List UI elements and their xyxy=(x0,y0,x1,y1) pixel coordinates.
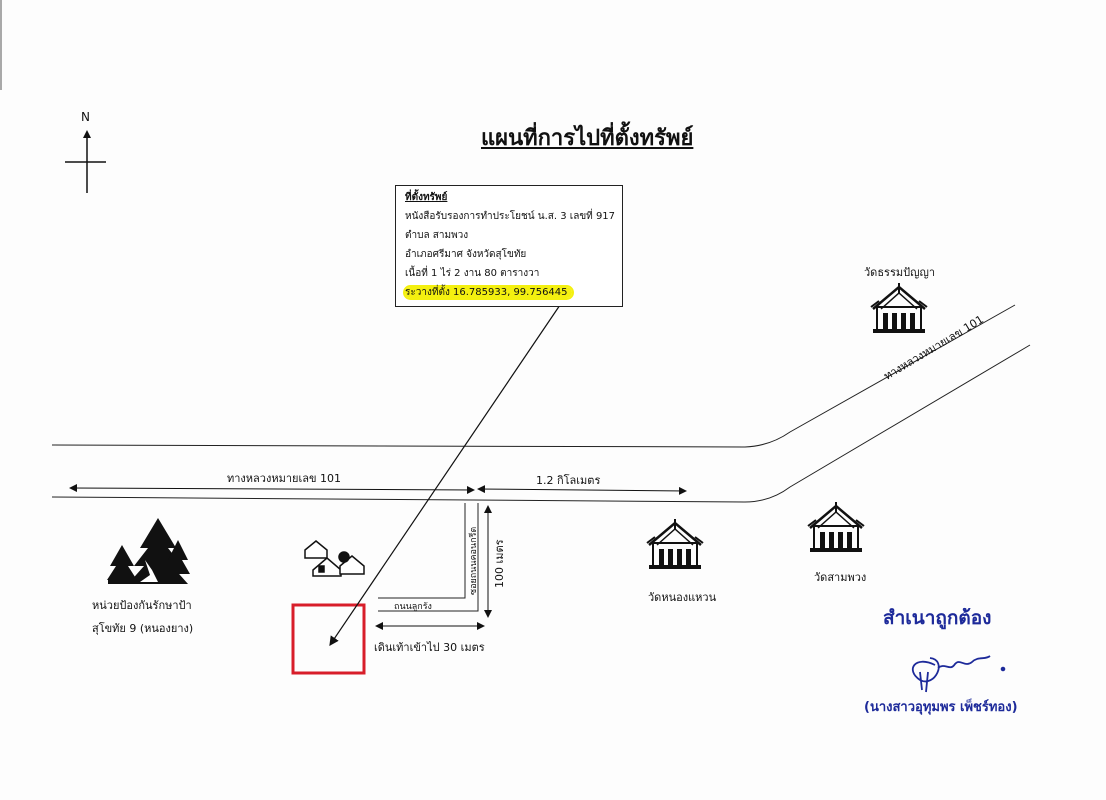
forest-icon xyxy=(107,518,190,584)
temple-label-nongwaen: วัดหนองแหวน xyxy=(648,591,717,604)
road-small-label: ถนนลูกรัง xyxy=(394,602,432,612)
certified-copy-stamp: สำเนาถูกต้อง xyxy=(883,607,992,629)
houses-icon xyxy=(304,540,365,577)
highway-dimension-arrow xyxy=(69,484,475,494)
property-marker-icon xyxy=(291,603,366,675)
forest-label-line1: หน่วยป้องกันรักษาป้า xyxy=(92,599,192,612)
temple-icon xyxy=(806,500,866,554)
property-info-box: ที่ตั้งทรัพย์ หนังสือรับรองการทำประโยชน์… xyxy=(395,185,623,307)
page-title: แผนที่การไปที่ตั้งทรัพย์ xyxy=(481,125,694,151)
compass-icon xyxy=(65,130,106,193)
infobox-heading: ที่ตั้งทรัพย์ xyxy=(405,192,448,203)
highway-main-label: ทางหลวงหมายเลข 101 xyxy=(227,472,341,485)
temple-icon xyxy=(869,281,929,335)
walk-label: เดินเท้าเข้าไป 30 เมตร xyxy=(374,641,485,654)
highway-road xyxy=(51,304,1031,503)
infobox-line: ตำบล สามพวง xyxy=(405,230,469,241)
infobox-line: เนื้อที่ 1 ไร่ 2 งาน 80 ตารางวา xyxy=(405,268,540,279)
distance-km-arrow xyxy=(477,485,687,495)
temple-label-dhammapanya: วัดธรรมปัญญา xyxy=(864,266,936,279)
signer-name: (นางสาวอุทุมพร เพ็ชร์ทอง) xyxy=(864,700,1018,715)
distance-100-label: 100 เมตร xyxy=(493,539,506,588)
pointer-line xyxy=(329,304,561,646)
soi-label: ซอยถนนคอนกรีต xyxy=(469,526,479,595)
distance-km-label: 1.2 กิโลเมตร xyxy=(536,474,601,487)
signature-icon xyxy=(911,655,1006,693)
forest-label-line2: สุโขทัย 9 (หนองยาง) xyxy=(92,622,194,635)
soi-road xyxy=(378,503,479,612)
temple-icon xyxy=(645,517,705,571)
infobox-line: อำเภอศรีมาศ จังหวัดสุโขทัย xyxy=(405,249,527,260)
coordinates-highlight: ระวางที่ตั้ง 16.785933, 99.756445 xyxy=(405,287,572,298)
infobox-line: หนังสือรับรองการทำประโยชน์ น.ส. 3 เลขที่… xyxy=(405,211,616,222)
compass-north-label: N xyxy=(81,110,90,124)
temple-label-sampuang: วัดสามพวง xyxy=(814,571,867,584)
